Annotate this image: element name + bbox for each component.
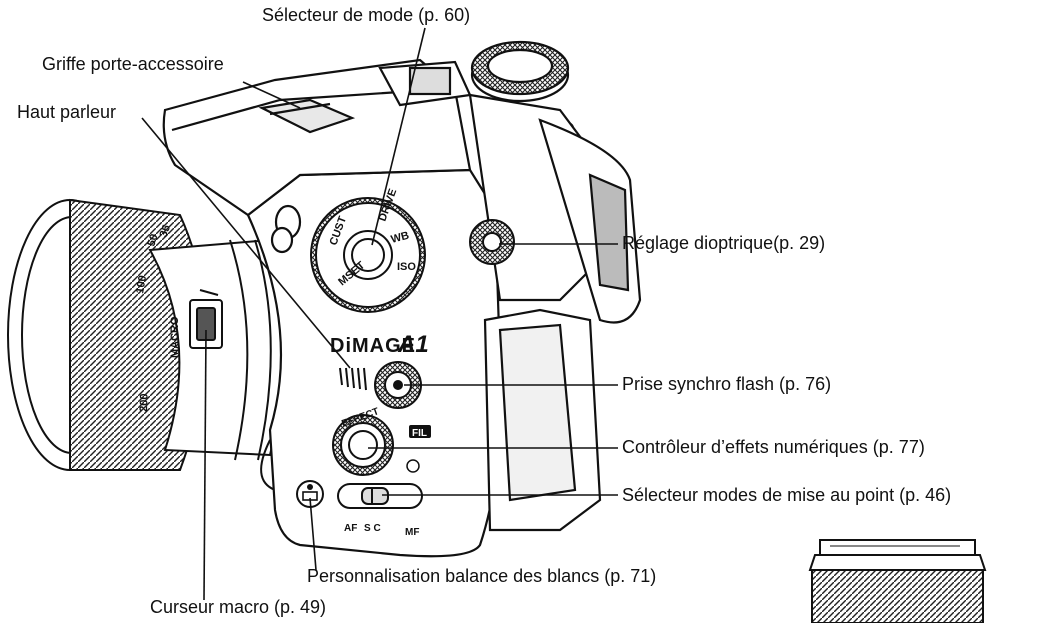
leader-accessory-shoe — [242, 81, 301, 109]
lens-distance-35: 35 — [158, 223, 173, 239]
fil-badge — [409, 425, 431, 438]
leader-speaker — [141, 117, 351, 369]
flash-sync-terminal[interactable] — [374, 361, 422, 409]
focus-mode-switch[interactable] — [337, 483, 423, 509]
label-focus-mode: Sélecteur modes de mise au point (p. 46) — [622, 485, 952, 505]
lens-markings: 200 100 50 35 MACRO — [134, 223, 181, 412]
digital-effects-controller[interactable] — [332, 414, 394, 476]
label-mode-selector: Sélecteur de mode (p. 60) — [262, 5, 471, 25]
focus-mode-markings: AF S C MF — [344, 523, 419, 538]
lens-distance-50: 50 — [145, 233, 160, 248]
label-flash-sync: Prise synchro flash (p. 76) — [622, 374, 832, 394]
diopter-wheel[interactable] — [469, 219, 515, 265]
focus-sc: S C — [364, 523, 381, 534]
mode-dial[interactable] — [310, 197, 426, 313]
leader-mode-selector — [371, 27, 426, 246]
label-diopter: Réglage dioptrique(p. 29) — [622, 233, 826, 253]
label-digital-effects: Contrôleur d’effets numériques (p. 77) — [622, 437, 925, 457]
leader-macro-slider — [203, 329, 207, 601]
fil-label: FIL — [412, 428, 427, 439]
focus-mf: MF — [405, 527, 419, 538]
leader-lines — [141, 27, 618, 601]
contrast-icon — [406, 459, 420, 473]
macro-slider[interactable] — [189, 289, 223, 349]
label-speaker: Haut parleur — [17, 102, 117, 122]
lens-distance-200: 200 — [138, 393, 151, 412]
lens-distance-100: 100 — [134, 274, 149, 294]
macro-marking: MACRO — [169, 316, 181, 358]
label-custom-wb: Personnalisation balance des blancs (p. … — [307, 566, 657, 586]
dial-wb: WB — [390, 230, 411, 246]
model-name: A1 — [397, 331, 429, 358]
dial-iso: ISO — [397, 261, 416, 273]
speaker-grille — [339, 367, 367, 391]
brand-logo: DiMAGE A1 — [330, 331, 429, 358]
leader-custom-wb — [309, 497, 317, 571]
brand-name: DiMAGE — [330, 335, 416, 357]
label-macro-slider: Curseur macro (p. 49) — [150, 597, 327, 617]
focus-af: AF — [344, 523, 357, 534]
inset-lens-ring — [808, 539, 987, 623]
label-accessory-shoe: Griffe porte-accessoire — [42, 54, 224, 74]
